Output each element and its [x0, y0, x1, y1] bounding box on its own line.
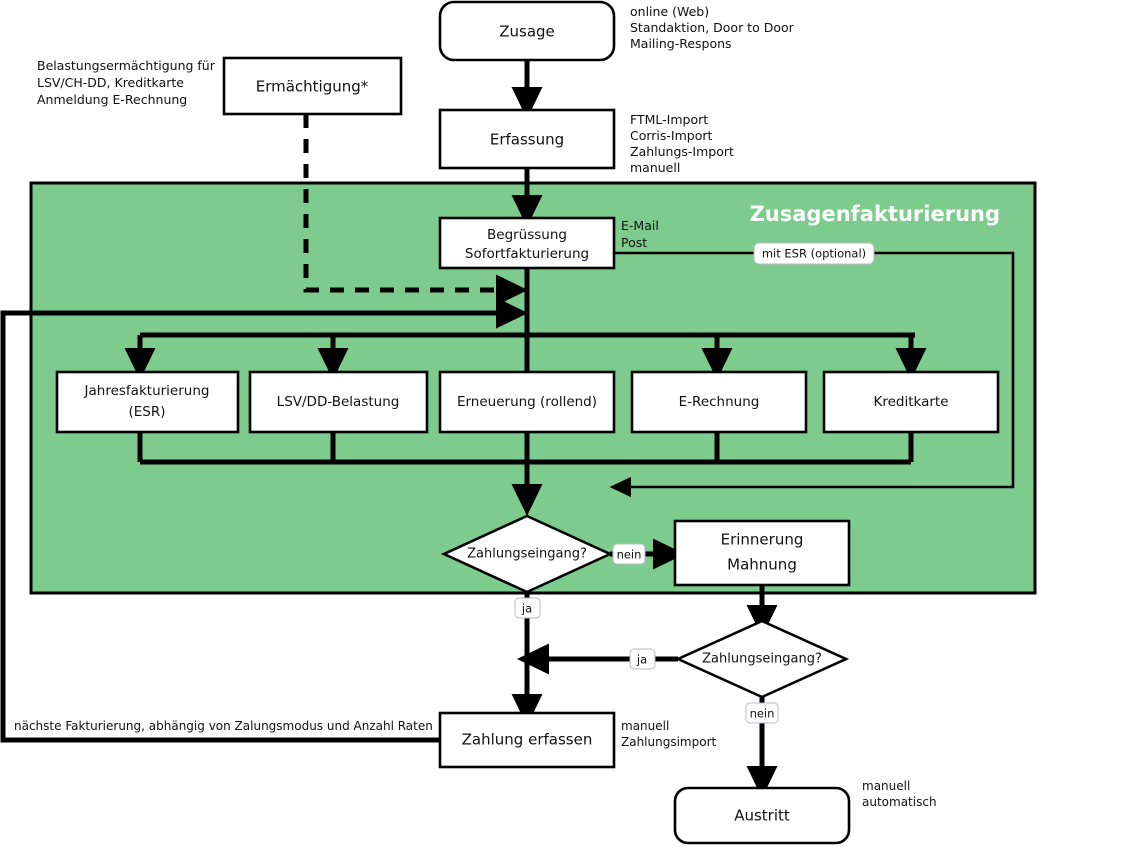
node-erinnerung-mahnung[interactable]: Erinnerung Mahnung: [673, 519, 851, 587]
svg-text:nächste Fakturierung, abhängig: nächste Fakturierung, abhängig von Zalun…: [14, 719, 433, 733]
svg-text:nein: nein: [617, 548, 642, 562]
node-decision2-label: Zahlungseingang?: [702, 652, 822, 667]
svg-text:Anmeldung E-Rechnung: Anmeldung E-Rechnung: [37, 92, 187, 107]
node-begruessung-sofortfakturierung[interactable]: Begrüssung Sofortfakturierung: [438, 216, 616, 270]
svg-text:Corris-Import: Corris-Import: [630, 128, 713, 143]
edge-label-nein-2: nein: [745, 702, 779, 724]
annotation-zusage: online (Web) Standaktion, Door to Door M…: [630, 4, 795, 51]
edge-ermaechtigung-dashed: [303, 114, 528, 306]
node-erechnung-label: E-Rechnung: [679, 394, 760, 410]
annotation-erfassung: FTML-Import Corris-Import Zahlungs-Impor…: [630, 112, 734, 175]
annotation-austritt: manuell automatisch: [862, 779, 937, 809]
edge-label-mit-esr: mit ESR (optional): [753, 242, 875, 265]
node-austritt-label: Austritt: [734, 807, 790, 825]
edge-label-ja-2: ja: [629, 648, 656, 670]
svg-text:Zahlungsimport: Zahlungsimport: [621, 735, 717, 749]
node-austritt[interactable]: Austritt: [673, 786, 851, 845]
node-ermaechtigung-label: Ermächtigung*: [256, 78, 369, 96]
svg-text:mit ESR (optional): mit ESR (optional): [762, 247, 866, 261]
node-kreditkarte-label: Kreditkarte: [873, 394, 948, 410]
node-erneuerung-label: Erneuerung (rollend): [457, 394, 597, 410]
edge-label-nein-1: nein: [612, 543, 646, 565]
svg-text:ja: ja: [521, 602, 532, 616]
node-zahlung-label: Zahlung erfassen: [462, 731, 593, 749]
annotation-zahlung-erfassen: manuell Zahlungsimport: [621, 719, 717, 749]
node-erinnerung-label-2: Mahnung: [727, 556, 797, 574]
svg-text:FTML-Import: FTML-Import: [630, 112, 708, 127]
node-jahresfakturierung-label-2: (ESR): [128, 404, 165, 420]
svg-text:manuell: manuell: [621, 719, 669, 733]
node-erneuerung-rollend[interactable]: Erneuerung (rollend): [438, 370, 616, 434]
node-erfassung-label: Erfassung: [490, 131, 564, 149]
svg-text:online (Web): online (Web): [630, 4, 709, 19]
node-erfassung[interactable]: Erfassung: [438, 108, 616, 170]
svg-text:manuell: manuell: [862, 779, 910, 793]
node-e-rechnung[interactable]: E-Rechnung: [630, 370, 808, 434]
node-zahlung-erfassen[interactable]: Zahlung erfassen: [438, 711, 616, 769]
annotation-loop-note: nächste Fakturierung, abhängig von Zalun…: [14, 719, 433, 733]
node-decision1-label: Zahlungseingang?: [467, 547, 587, 562]
svg-text:manuell: manuell: [630, 160, 680, 175]
svg-text:nein: nein: [750, 707, 775, 721]
svg-text:LSV/CH-DD, Kreditkarte: LSV/CH-DD, Kreditkarte: [37, 75, 184, 90]
node-zusage[interactable]: Zusage: [438, 0, 616, 62]
annotation-ermaechtigung: Belastungsermächtigung für LSV/CH-DD, Kr…: [37, 58, 216, 107]
node-kreditkarte[interactable]: Kreditkarte: [822, 370, 1000, 434]
node-lsv-dd-belastung[interactable]: LSV/DD-Belastung: [248, 370, 429, 434]
node-decision-zahlungseingang-1[interactable]: Zahlungseingang?: [440, 514, 614, 594]
svg-text:Belastungsermächtigung für: Belastungsermächtigung für: [37, 58, 216, 73]
svg-text:Zahlungs-Import: Zahlungs-Import: [630, 144, 734, 159]
node-decision-zahlungseingang-2[interactable]: Zahlungseingang?: [674, 619, 850, 699]
panel-title: Zusagenfakturierung: [750, 202, 1000, 226]
svg-text:automatisch: automatisch: [862, 795, 937, 809]
svg-text:Mailing-Respons: Mailing-Respons: [630, 36, 732, 51]
node-jahresfakturierung[interactable]: Jahresfakturierung (ESR): [55, 370, 240, 434]
node-ermaechtigung[interactable]: Ermächtigung*: [222, 56, 403, 116]
node-zusage-label: Zusage: [499, 23, 555, 41]
node-lsv-label: LSV/DD-Belastung: [277, 394, 400, 410]
edge-next-billing-loop: [0, 297, 528, 743]
node-begruessung-label-2: Sofortfakturierung: [465, 246, 589, 262]
node-begruessung-label-1: Begrüssung: [487, 227, 567, 243]
svg-text:Post: Post: [621, 235, 647, 250]
node-jahresfakturierung-label-1: Jahresfakturierung: [84, 383, 210, 399]
annotation-begruessung: E-Mail Post: [621, 218, 659, 250]
svg-text:Standaktion, Door to Door: Standaktion, Door to Door: [630, 20, 795, 35]
svg-text:ja: ja: [636, 653, 647, 667]
edge-label-ja-1: ja: [514, 597, 541, 619]
node-erinnerung-label-1: Erinnerung: [721, 531, 804, 549]
svg-text:E-Mail: E-Mail: [621, 218, 659, 233]
